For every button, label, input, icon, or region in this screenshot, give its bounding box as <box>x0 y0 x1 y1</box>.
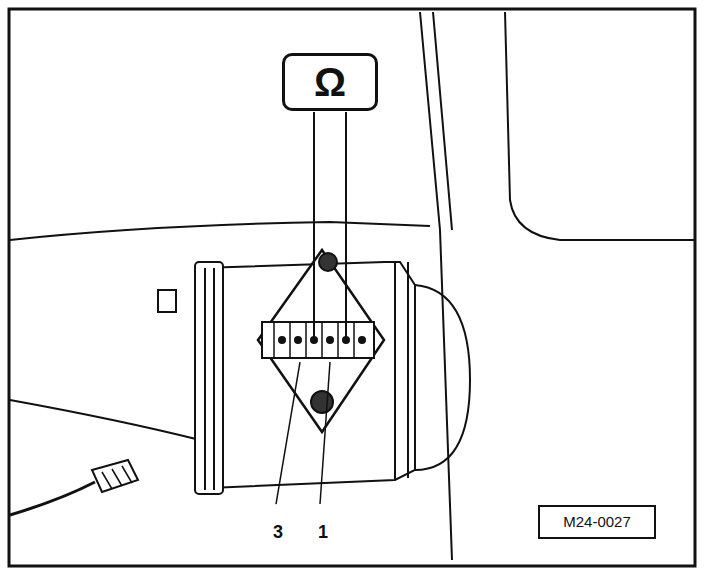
ohmmeter-symbol: Ω <box>282 53 378 111</box>
panel-line <box>505 12 694 240</box>
plug <box>92 460 138 492</box>
connector-plate <box>258 250 384 432</box>
probe-lead <box>345 112 347 340</box>
screw <box>311 391 333 413</box>
callout-number: 3 <box>273 522 283 543</box>
callout-number: 1 <box>318 522 328 543</box>
terminal <box>358 336 366 344</box>
cable <box>10 482 95 515</box>
leader-line <box>320 362 330 504</box>
clamp-tab <box>158 290 176 312</box>
plug-rib <box>102 466 132 489</box>
duct-flange <box>195 262 223 494</box>
housing-end <box>415 285 470 470</box>
bay-edge <box>10 400 200 440</box>
flange-rib <box>205 268 214 490</box>
panel-line <box>433 12 452 230</box>
bay-edge <box>10 222 430 240</box>
terminal-block <box>262 322 374 358</box>
figure-frame <box>9 9 695 566</box>
terminal <box>278 336 286 344</box>
leader-line <box>276 362 300 504</box>
figure-number: M24-0027 <box>563 514 631 531</box>
housing-edge <box>394 262 396 480</box>
screw <box>319 253 337 271</box>
terminal <box>294 336 302 344</box>
figure-reference-box: M24-0027 <box>538 505 656 539</box>
probe-lead <box>313 112 315 340</box>
terminal <box>326 336 334 344</box>
housing-edge <box>407 262 409 478</box>
ohm-symbol: Ω <box>314 60 346 104</box>
